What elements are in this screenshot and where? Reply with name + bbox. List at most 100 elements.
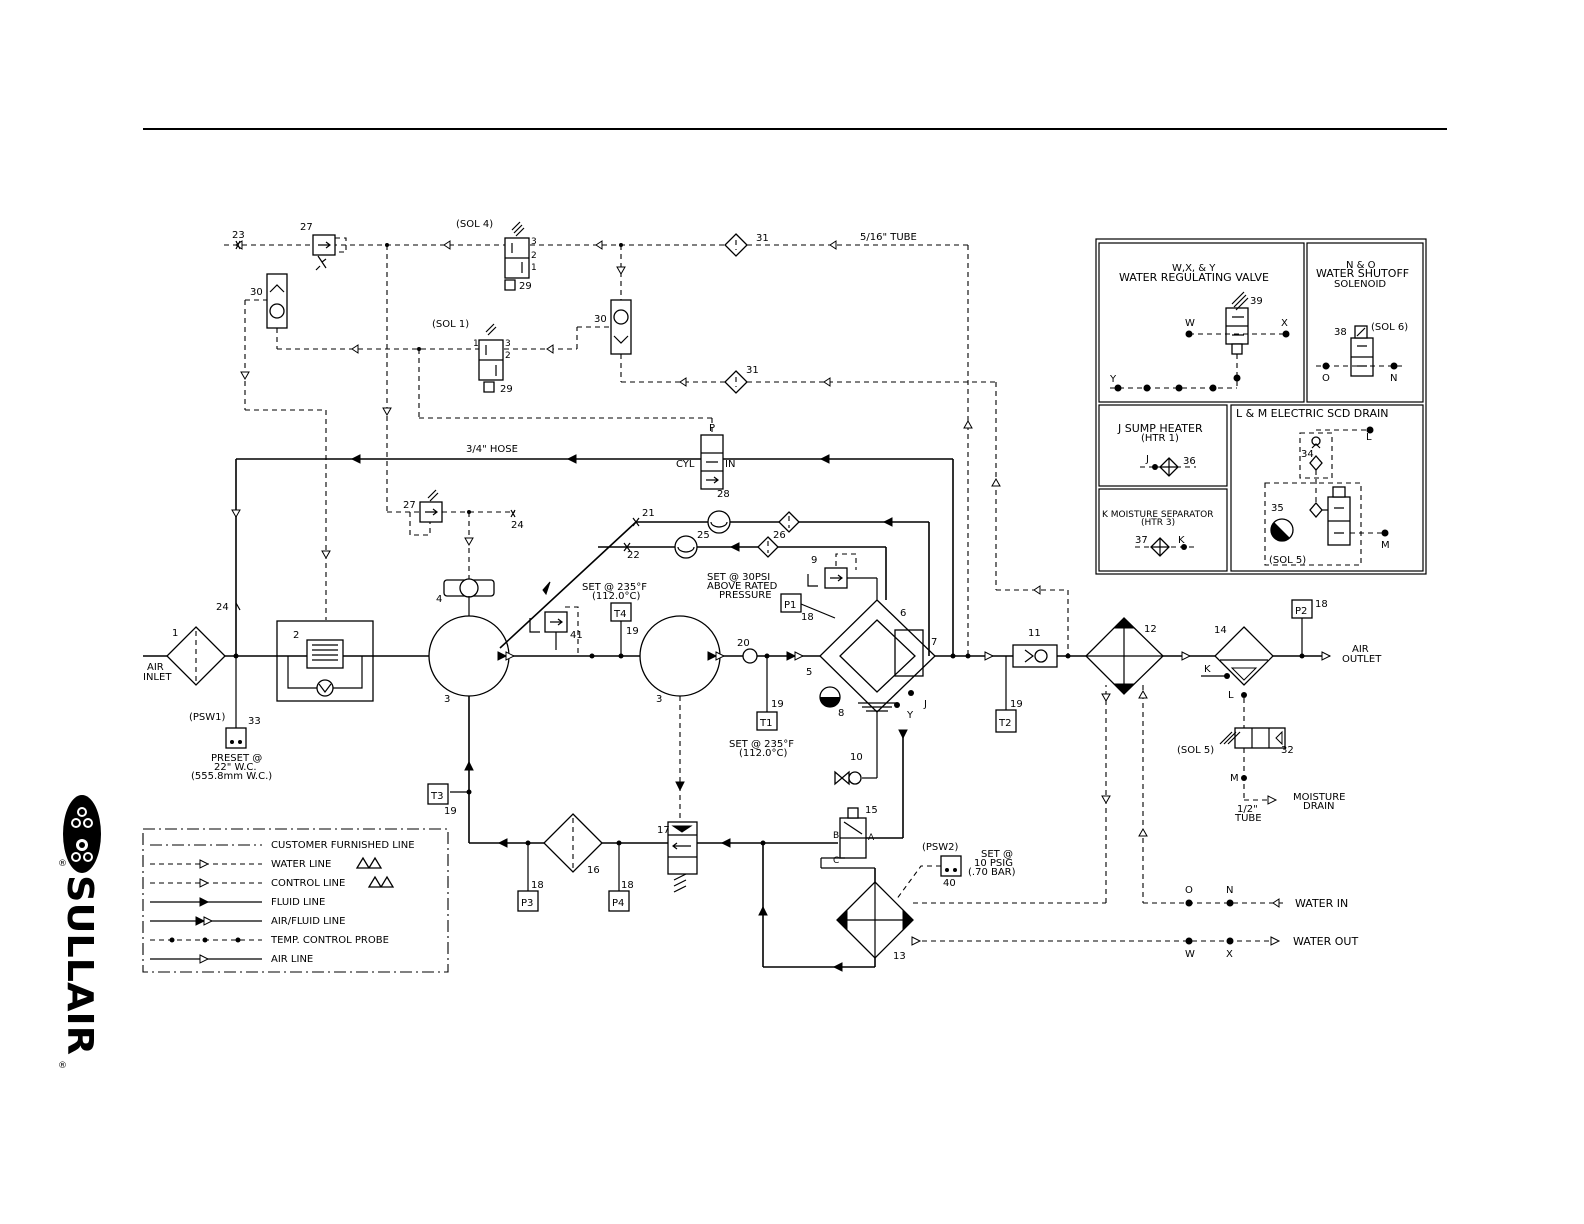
brand-name: SULLAIR — [59, 875, 100, 1055]
callout-30-right: 30 — [594, 314, 607, 325]
callout-19-t1: 19 — [771, 699, 784, 710]
callout-30-left: 30 — [250, 287, 263, 298]
callout-10: 10 — [850, 752, 863, 763]
callout-5: 5 — [806, 667, 812, 678]
set10-2: 10 PSIG — [974, 858, 1013, 869]
callout-15: 15 — [865, 805, 878, 816]
water-out-label: WATER OUT — [1293, 935, 1358, 948]
callout-28: 28 — [717, 489, 730, 500]
t2-label: T2 — [998, 718, 1011, 729]
half-tube-1: 1/2" — [1237, 804, 1258, 815]
callout-14: 14 — [1214, 625, 1227, 636]
air-outlet-label-1: AIR — [1352, 644, 1369, 655]
callout-32: 32 — [1281, 745, 1294, 756]
tube-5-16-label: 5/16" TUBE — [860, 232, 917, 243]
callout-40: 40 — [943, 878, 956, 889]
callout-3-left: 3 — [444, 694, 450, 705]
callout-6: 6 — [900, 608, 906, 619]
moisture-drain-1: MOISTURE — [1293, 792, 1346, 803]
inset-y: Y — [1109, 374, 1117, 385]
legend-fluid-line: FLUID LINE — [271, 897, 325, 908]
callout-26: 26 — [773, 530, 786, 541]
callout-29-top: 29 — [519, 281, 532, 292]
control-section: 5/16" TUBE 23 27 (SOL 4) 29 321 31 30 — [224, 219, 1069, 656]
callout-18-p3: 18 — [531, 880, 544, 891]
inset-36: 36 — [1183, 456, 1196, 467]
strainer-34b — [1309, 502, 1323, 518]
callout-23-top: 23 — [232, 230, 245, 241]
svg-text:2: 2 — [505, 351, 511, 361]
pressure-switch-psw1 — [225, 727, 247, 749]
callout-22: 22 — [627, 550, 640, 561]
t4-label: T4 — [613, 609, 626, 620]
callout-29-mid: 29 — [500, 384, 513, 395]
inset-o: O — [1322, 373, 1330, 384]
callout-24: 24 — [216, 602, 229, 613]
no-title-2: WATER SHUTOFF — [1316, 267, 1409, 280]
svg-text:3: 3 — [505, 339, 511, 349]
sight-glass-25a — [707, 510, 731, 534]
p4-label: P4 — [612, 898, 624, 909]
air-inlet-label-1: AIR — [147, 662, 164, 673]
p-label: P — [709, 423, 715, 434]
cyl-label: CYL — [676, 459, 695, 470]
letter-x: X — [1226, 949, 1233, 960]
callout-3-right: 3 — [656, 694, 662, 705]
inset-34: 34 — [1301, 449, 1314, 460]
letter-o: O — [1185, 885, 1193, 896]
callout-19-t2: 19 — [1010, 699, 1023, 710]
letter-c: C — [833, 856, 839, 866]
inset-m: M — [1381, 540, 1390, 551]
brand-registered-bottom: ® — [58, 1061, 67, 1071]
legend-customer-furnished-line: CUSTOMER FURNISHED LINE — [271, 840, 415, 851]
legend-air-fluid-line: AIR/FLUID LINE — [271, 916, 345, 927]
set235-lower-2: (112.0°C) — [739, 748, 788, 759]
psw1-label: (PSW1) — [189, 712, 226, 723]
temp-sensor-t1 — [756, 711, 778, 731]
sol1-label: (SOL 1) — [432, 319, 469, 330]
t3-label: T3 — [430, 791, 443, 802]
legend-air-line: AIR LINE — [271, 954, 313, 965]
callout-2: 2 — [293, 630, 299, 641]
p1-label: P1 — [784, 600, 796, 611]
sol4-label: (SOL 4) — [456, 219, 493, 230]
callout-18-p2: 18 — [1315, 599, 1328, 610]
no-title-3: SOLENOID — [1334, 279, 1386, 290]
set10-1: SET @ — [981, 849, 1013, 860]
callout-27-top: 27 — [300, 222, 313, 233]
psw2-label: (PSW2) — [922, 842, 959, 853]
inset-sol5: (SOL 5) — [1269, 555, 1306, 566]
callout-11: 11 — [1028, 628, 1041, 639]
p3-label: P3 — [521, 898, 533, 909]
inset-38: 38 — [1334, 327, 1347, 338]
svg-text:1: 1 — [473, 339, 479, 349]
wxy-title-2: WATER REGULATING VALVE — [1119, 271, 1269, 284]
temp-sensor-t4 — [610, 602, 632, 622]
air-inlet-label-2: INLET — [143, 672, 172, 683]
wxy-title-1: W,X, & Y — [1172, 263, 1216, 274]
callout-21: 21 — [642, 508, 655, 519]
callout-19-t4: 19 — [626, 626, 639, 637]
callout-12: 12 — [1144, 624, 1157, 635]
inset-k: K — [1178, 535, 1185, 546]
pressure-sensor-p4 — [608, 890, 630, 912]
sight-glass-25b — [674, 535, 698, 559]
p2-label: P2 — [1295, 606, 1307, 617]
set30-1: SET @ 30PSI — [707, 572, 770, 583]
callout-16: 16 — [587, 865, 600, 876]
callout-31-mid: 31 — [746, 365, 759, 376]
j-title-1: J SUMP HEATER — [1117, 422, 1203, 435]
callout-19-t3: 19 — [444, 806, 457, 817]
letter-j: J — [923, 699, 927, 710]
inset-j: J — [1145, 454, 1149, 465]
k-title-2: (HTR 3) — [1141, 518, 1175, 528]
callout-4: 4 — [436, 594, 442, 605]
set10-3: (.70 BAR) — [968, 867, 1016, 878]
legend-temp-control-probe: TEMP. CONTROL PROBE — [270, 935, 389, 946]
legend-control-line: CONTROL LINE — [271, 878, 345, 889]
k-title-1: K MOISTURE SEPARATOR — [1102, 510, 1213, 520]
drain-solenoid-32 — [1234, 727, 1286, 749]
set235-upper-2: (112.0°C) — [592, 591, 641, 602]
set235-lower-1: SET @ 235°F — [729, 739, 794, 750]
callout-18-p4: 18 — [621, 880, 634, 891]
